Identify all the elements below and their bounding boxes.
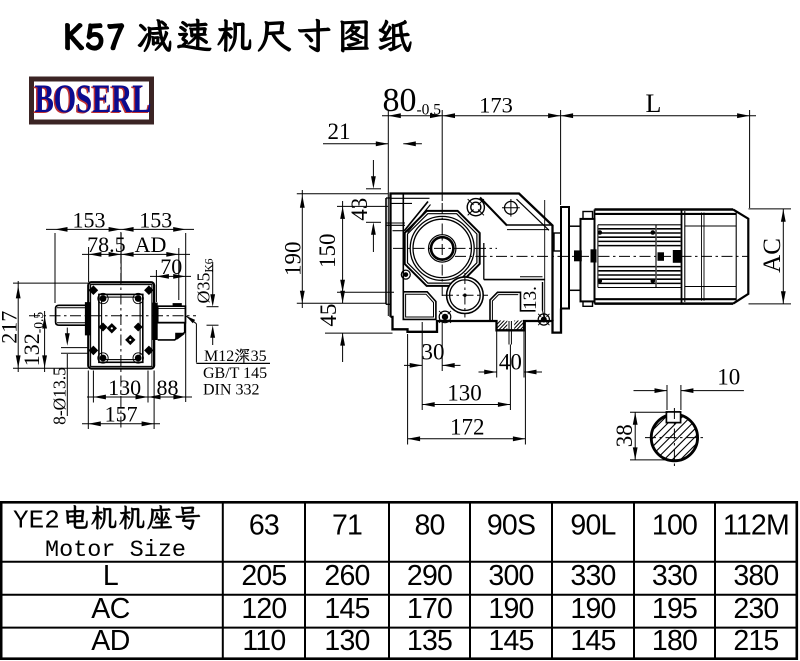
svg-text:150: 150 (315, 233, 340, 268)
svg-text:157: 157 (105, 402, 138, 427)
svg-text:88: 88 (157, 375, 179, 400)
svg-text:8-Ø13.5: 8-Ø13.5 (50, 367, 70, 425)
svg-text:-0.5: -0.5 (417, 102, 442, 119)
svg-text:217: 217 (0, 311, 22, 344)
svg-text:230: 230 (733, 593, 778, 625)
svg-text:145: 145 (488, 625, 533, 657)
svg-text:205: 205 (241, 560, 286, 592)
svg-text:130: 130 (324, 625, 369, 657)
svg-text:172: 172 (450, 414, 485, 439)
svg-text:135: 135 (407, 625, 452, 657)
svg-text:45: 45 (316, 304, 341, 327)
svg-text:L: L (646, 89, 662, 118)
svg-text:13.: 13. (520, 286, 541, 310)
svg-text:173: 173 (479, 93, 513, 118)
svg-text:260: 260 (324, 560, 369, 592)
svg-text:BOSERL: BOSERL (35, 76, 152, 121)
svg-text:330: 330 (652, 560, 697, 592)
svg-text:145: 145 (570, 625, 615, 657)
svg-text:GB/T 145: GB/T 145 (203, 365, 267, 382)
svg-text:145: 145 (324, 593, 369, 625)
svg-text:BOSERL: BOSERL (33, 77, 150, 122)
svg-text:380: 380 (733, 560, 778, 592)
svg-text:21: 21 (328, 119, 351, 144)
svg-text:195: 195 (652, 593, 697, 625)
svg-text:190: 190 (570, 593, 615, 625)
svg-text:AC: AC (759, 238, 786, 273)
svg-text:112M: 112M (723, 510, 789, 542)
svg-text:Motor Size: Motor Size (45, 537, 186, 564)
svg-text:132-0.5: 132-0.5 (19, 312, 46, 367)
svg-text:300: 300 (488, 560, 533, 592)
svg-text:190: 190 (280, 241, 305, 276)
svg-text:30: 30 (422, 339, 445, 364)
svg-text:70: 70 (160, 254, 182, 279)
svg-text:Ø35K6: Ø35K6 (194, 258, 216, 303)
svg-text:153: 153 (73, 207, 106, 232)
svg-text:180: 180 (652, 625, 697, 657)
svg-text:90L: 90L (570, 510, 615, 542)
svg-text:L: L (103, 560, 118, 592)
svg-text:120: 120 (241, 593, 286, 625)
svg-text:43: 43 (347, 198, 372, 221)
svg-text:AC: AC (91, 593, 130, 625)
svg-text:10: 10 (717, 364, 740, 389)
svg-text:330: 330 (570, 560, 615, 592)
svg-text:DIN 332: DIN 332 (203, 381, 259, 398)
svg-text:290: 290 (407, 560, 452, 592)
svg-text:63: 63 (249, 510, 279, 542)
svg-text:AD: AD (135, 232, 167, 257)
svg-text:80: 80 (414, 510, 444, 542)
svg-text:M12: M12 (204, 348, 234, 365)
svg-text:YE2: YE2 (13, 505, 60, 535)
svg-text:71: 71 (332, 510, 362, 542)
svg-text:153: 153 (139, 207, 172, 232)
svg-text:35: 35 (251, 348, 267, 365)
svg-text:170: 170 (407, 593, 452, 625)
svg-text:190: 190 (488, 593, 533, 625)
svg-text:80: 80 (383, 82, 417, 119)
svg-text:215: 215 (733, 625, 778, 657)
svg-text:130: 130 (447, 381, 482, 406)
svg-text:110: 110 (242, 625, 285, 657)
svg-text:AD: AD (91, 625, 130, 657)
svg-text:100: 100 (652, 510, 697, 542)
svg-text:90S: 90S (487, 510, 535, 542)
svg-text:38: 38 (612, 424, 637, 447)
svg-text:78.5: 78.5 (87, 232, 126, 257)
svg-text:130: 130 (108, 375, 141, 400)
